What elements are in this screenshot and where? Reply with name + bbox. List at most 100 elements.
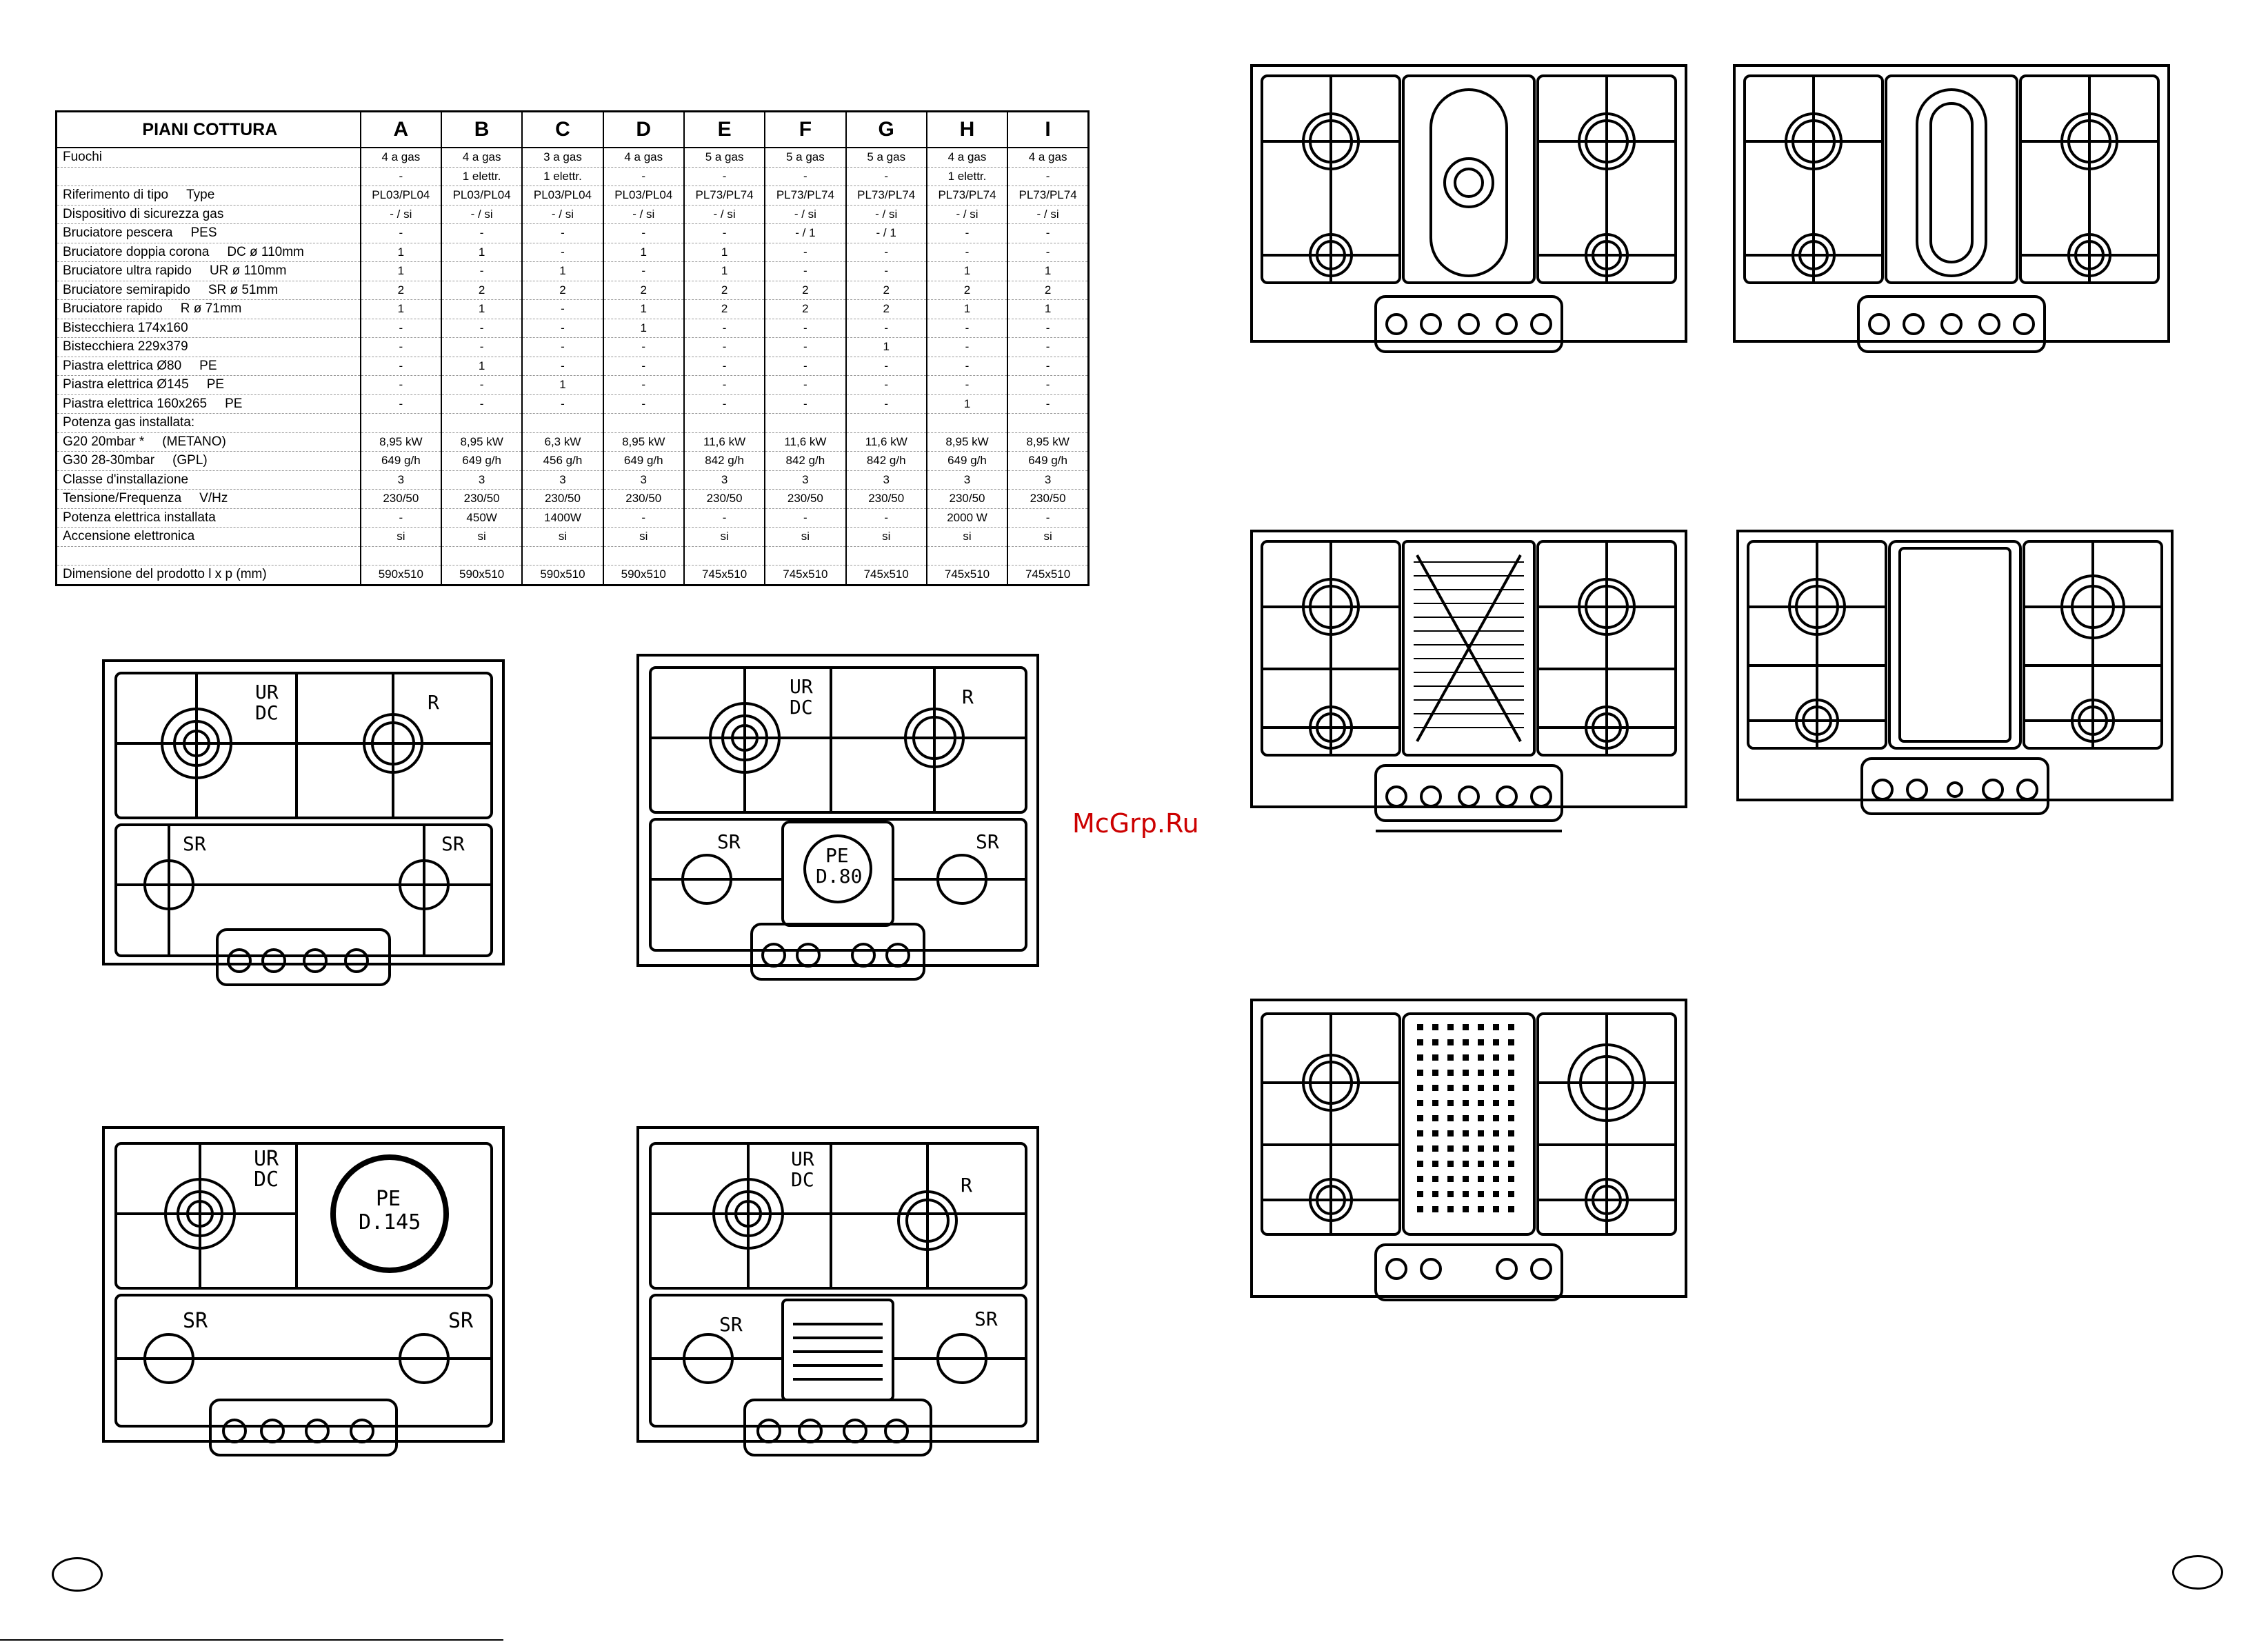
- griddle-dot: [1432, 1115, 1438, 1121]
- griddle-dot: [1417, 1191, 1423, 1197]
- table-cell: PL03/PL04: [359, 186, 441, 205]
- table-cell: 3 a gas: [521, 148, 603, 167]
- griddle-dot: [1432, 1054, 1438, 1061]
- griddle-dot: [1432, 1100, 1438, 1106]
- row-unit: V/Hz: [199, 491, 228, 505]
- table-cell: -: [440, 394, 523, 414]
- table-cell: -: [359, 319, 441, 338]
- table-cell: [925, 546, 1008, 565]
- griddle-dot: [1447, 1206, 1454, 1212]
- row-label: Accensione elettronica: [57, 528, 361, 547]
- table-cell: - / si: [683, 205, 765, 224]
- row-unit: PES: [190, 226, 217, 240]
- table-cell: [440, 546, 523, 565]
- table-cell: -: [602, 508, 684, 528]
- table-cell: -: [925, 337, 1008, 357]
- row-unit: PE: [206, 377, 225, 392]
- table-cell: 2: [683, 281, 765, 300]
- hob-drawing-e: [1250, 64, 1687, 353]
- griddle-dot: [1478, 1206, 1484, 1212]
- table-row: Dimensione del prodotto l x p (mm)590x51…: [56, 565, 1089, 585]
- table-cell: 2: [845, 281, 927, 300]
- table-cell: si: [764, 527, 846, 546]
- label-r: R: [428, 691, 439, 714]
- table-title: PIANI COTTURA: [56, 111, 361, 148]
- griddle-dot: [1417, 1100, 1423, 1106]
- table-cell: 2: [602, 281, 684, 300]
- row-label: Fuochi: [57, 148, 361, 167]
- table-cell: - / si: [764, 205, 846, 224]
- table-cell: 2: [925, 281, 1008, 300]
- table-cell: 1 elettr.: [521, 167, 603, 186]
- row-unit: Type: [186, 188, 215, 202]
- table-cell: -: [845, 508, 927, 528]
- table-cell: si: [602, 527, 684, 546]
- table-cell: -: [845, 167, 927, 186]
- table-cell: -: [683, 508, 765, 528]
- row-label-text: Bruciatore doppia corona: [63, 244, 210, 259]
- table-cell: 590x510: [440, 565, 523, 585]
- table-cell: si: [440, 527, 523, 546]
- griddle-dot: [1417, 1145, 1423, 1152]
- table-cell: [764, 546, 846, 565]
- griddle-dot: [1432, 1070, 1438, 1076]
- table-cell: [683, 413, 765, 432]
- table-cell: 2: [683, 299, 765, 319]
- label-sr: SR: [717, 830, 741, 853]
- griddle-dot: [1463, 1054, 1469, 1061]
- table-cell: si: [1007, 527, 1089, 546]
- column-header: G: [845, 111, 927, 148]
- table-cell: 649 g/h: [359, 451, 441, 470]
- table-cell: -: [359, 337, 441, 357]
- griddle-dot: [1493, 1085, 1499, 1091]
- table-cell: 2: [764, 281, 846, 300]
- table-cell: [1007, 413, 1089, 432]
- griddle-dot: [1508, 1176, 1514, 1182]
- griddle-dot: [1447, 1130, 1454, 1137]
- table-cell: 745x510: [764, 565, 846, 585]
- label-ur: UR: [255, 681, 279, 703]
- table-cell: 1: [683, 261, 765, 281]
- table-cell: 649 g/h: [1007, 451, 1089, 470]
- table-cell: [602, 413, 684, 432]
- table-cell: 1: [1007, 261, 1089, 281]
- table-cell: -: [440, 337, 523, 357]
- griddle-dot: [1493, 1176, 1499, 1182]
- row-label-text: Piastra elettrica Ø80: [63, 358, 182, 373]
- table-cell: [683, 546, 765, 565]
- table-cell: 3: [602, 470, 684, 490]
- griddle-dot: [1508, 1130, 1514, 1137]
- hob-drawing-a: UR DC R SR SR: [102, 659, 505, 986]
- table-cell: -: [845, 357, 927, 376]
- table-cell: -: [359, 508, 441, 528]
- table-cell: 1: [925, 394, 1008, 414]
- table-cell: -: [440, 261, 523, 281]
- griddle-dot: [1463, 1161, 1469, 1167]
- hob-drawing-b: UR DC R SR SR PE D.80: [636, 654, 1039, 981]
- table-cell: 3: [683, 470, 765, 490]
- table-cell: 2: [521, 281, 603, 300]
- table-cell: -: [764, 357, 846, 376]
- table-cell: 230/50: [764, 489, 846, 508]
- table-cell: -: [1007, 223, 1089, 243]
- row-label-text: Bruciatore semirapido: [63, 282, 190, 297]
- row-label: G30 28-30mbar(GPL): [57, 452, 361, 471]
- griddle-dot: [1478, 1085, 1484, 1091]
- table-cell: -: [845, 319, 927, 338]
- griddle-dot: [1417, 1176, 1423, 1182]
- table-cell: si: [521, 527, 603, 546]
- row-label: Bistecchiera 229x379: [57, 338, 361, 357]
- griddle-dot: [1478, 1054, 1484, 1061]
- label-pe-size: D.145: [359, 1210, 421, 1234]
- table-cell: 8,95 kW: [440, 432, 523, 452]
- griddle-dot: [1463, 1070, 1469, 1076]
- griddle-dot: [1463, 1085, 1469, 1091]
- griddle-dot: [1463, 1176, 1469, 1182]
- row-label-text: Bistecchiera 229x379: [63, 339, 188, 354]
- table-cell: -: [683, 167, 765, 186]
- table-cell: -: [359, 167, 441, 186]
